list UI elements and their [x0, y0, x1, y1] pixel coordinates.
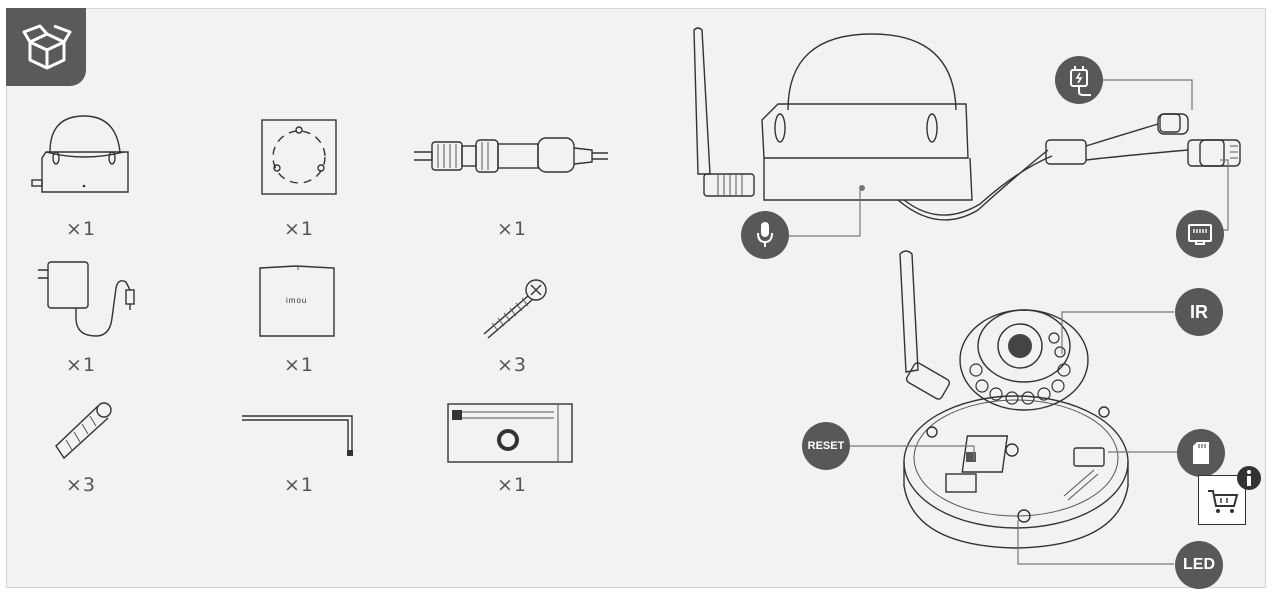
power-plug-icon — [1070, 66, 1091, 96]
led-callout: LED — [1175, 541, 1223, 589]
microphone-callout — [741, 211, 789, 259]
hex-key-illustration — [242, 415, 353, 456]
ir-callout: IR — [1175, 288, 1223, 336]
qty-drill-template: ×1 — [497, 474, 528, 496]
qty-mount-plate: ×1 — [284, 218, 315, 240]
anchor-illustration — [55, 402, 112, 460]
side-callout-lines — [770, 79, 1229, 237]
power-callout — [1055, 56, 1103, 104]
power-adapter-illustration — [38, 261, 135, 337]
sd-card-icon — [1193, 442, 1209, 464]
ethernet-port-icon — [1188, 224, 1212, 245]
guide-brand-label: imou — [286, 296, 308, 305]
ir-label: IR — [1190, 301, 1208, 322]
quick-start-guide-illustration — [259, 265, 335, 337]
drill-template-illustration — [447, 403, 573, 463]
cable-connectors — [1157, 113, 1241, 167]
qty-camera: ×1 — [66, 218, 97, 240]
mount-plate-illustration — [261, 119, 337, 195]
waterproof-connector-illustration — [414, 137, 608, 173]
screw-illustration — [483, 279, 547, 339]
internal-callout-lines — [848, 311, 1178, 565]
qty-waterproof-connector: ×1 — [497, 218, 528, 240]
info-icon — [1247, 470, 1251, 486]
contents-panel — [6, 8, 1266, 588]
microphone-icon — [757, 222, 773, 247]
qty-power-adapter: ×1 — [66, 354, 97, 376]
qty-screw: ×3 — [497, 354, 528, 376]
info-badge[interactable] — [1237, 466, 1261, 490]
camera-illustration — [31, 115, 129, 193]
qty-hex-key: ×1 — [284, 474, 315, 496]
package-icon — [22, 24, 72, 70]
camera-internal-view — [899, 250, 1129, 549]
ethernet-callout — [1176, 210, 1224, 258]
qty-quick-start-guide: ×1 — [284, 354, 315, 376]
reset-callout: RESET — [802, 422, 850, 470]
reset-label: RESET — [807, 440, 845, 452]
camera-side-view — [693, 27, 1225, 221]
sd-card-callout — [1177, 429, 1225, 477]
qty-anchor: ×3 — [66, 474, 97, 496]
led-label: LED — [1183, 556, 1215, 573]
cart-icon — [1208, 490, 1239, 513]
package-badge — [6, 8, 86, 86]
